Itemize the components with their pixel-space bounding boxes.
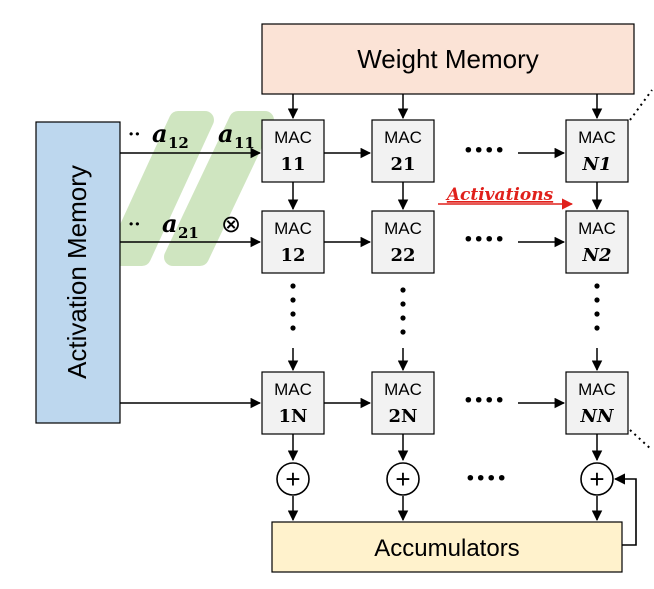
mac-title: MAC: [274, 380, 312, 399]
weight-memory: Weight Memory: [261, 23, 635, 95]
adder-n: +: [580, 462, 614, 496]
mac-title: MAC: [578, 219, 616, 238]
mac-index: NN: [580, 406, 615, 427]
activations-annotation: Activations: [438, 185, 574, 248]
adder-1: +: [276, 462, 310, 496]
row1-ellipsis: ····: [463, 133, 505, 168]
mac-r2c2: MAC 22: [371, 210, 435, 274]
input-a11: a: [218, 119, 234, 148]
input-row1: ·· a 12 a 11: [128, 119, 255, 152]
mac-title: MAC: [384, 219, 422, 238]
mac-index: 21: [390, 154, 415, 175]
mac-title: MAC: [578, 128, 616, 147]
plus-icon: +: [395, 464, 410, 494]
input-a21-sub: 21: [178, 224, 199, 242]
horizontal-arrows: [120, 147, 566, 409]
activation-memory-label: Activation Memory: [62, 165, 92, 379]
mac-index: N1: [582, 154, 612, 175]
mac-index: 11: [280, 154, 305, 175]
feedback-arrow: [613, 473, 637, 546]
mac-title: MAC: [578, 380, 616, 399]
activations-label: Activations: [445, 185, 554, 205]
mac-title: MAC: [384, 380, 422, 399]
input-a11-sub: 11: [234, 134, 255, 152]
vertical-arrows: [287, 182, 603, 522]
mac-title: MAC: [274, 128, 312, 147]
mac-r1cN: MAC N1: [565, 119, 629, 183]
multiply-icon: ⊗: [221, 211, 241, 238]
activation-highlight: [106, 111, 274, 266]
mac-rNc1: MAC 1N: [261, 371, 325, 435]
accumulators-label: Accumulators: [374, 535, 519, 562]
mac-r2c1: MAC 12: [261, 210, 325, 274]
weight-memory-label: Weight Memory: [357, 44, 539, 74]
adder-2: +: [386, 462, 420, 496]
rowN-ellipsis: ····: [463, 383, 505, 418]
mac-r1c2: MAC 21: [371, 119, 435, 183]
input-a21: a: [162, 209, 178, 238]
mac-index: 2N: [389, 406, 418, 427]
mac-index: 12: [280, 245, 305, 266]
vertical-ellipsis: [290, 283, 600, 335]
accumulators: Accumulators: [271, 521, 623, 573]
input-a12: a: [152, 119, 168, 148]
input-a12-sub: 12: [168, 134, 189, 152]
adder-ellipsis: ····: [465, 461, 507, 496]
activation-memory: Activation Memory: [35, 121, 121, 424]
mac-r1c1: MAC 11: [261, 119, 325, 183]
plus-icon: +: [285, 464, 300, 494]
plus-icon: +: [589, 464, 604, 494]
mac-title: MAC: [384, 128, 422, 147]
mac-title: MAC: [274, 219, 312, 238]
mac-index: 22: [390, 245, 415, 266]
input-row1-dots: ··: [128, 124, 141, 145]
input-row2: ·· a 21 ⊗: [128, 209, 241, 242]
mac-r2cN: MAC N2: [565, 210, 629, 274]
mac-rNc2: MAC 2N: [371, 371, 435, 435]
mac-index: N2: [582, 245, 612, 266]
mac-rNcN: MAC NN: [565, 371, 629, 435]
mac-index: 1N: [279, 406, 308, 427]
row2-ellipsis: ····: [463, 222, 505, 257]
perspective-dots: [629, 89, 653, 451]
weight-arrows: [287, 94, 603, 120]
input-row2-dots: ··: [128, 214, 141, 235]
